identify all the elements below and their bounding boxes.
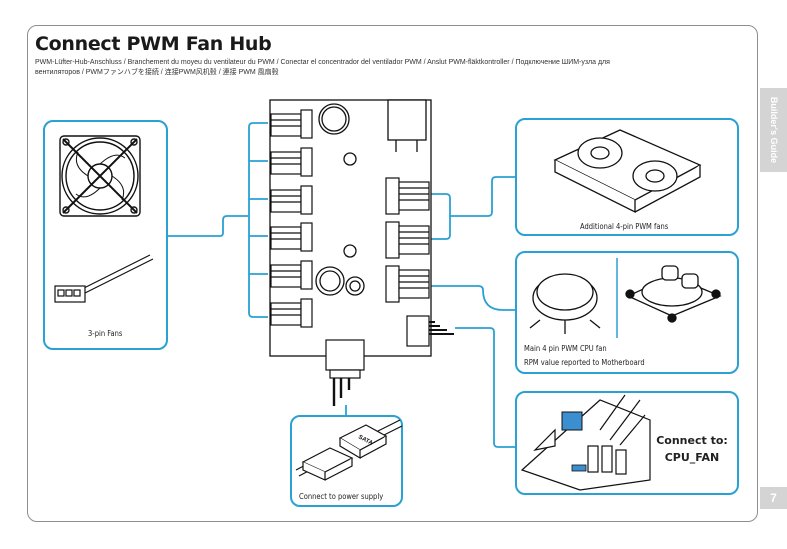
3pin-fan-icon: [59, 135, 141, 217]
subtitle-line-2: вентиляторов / PWMファンハブを接続 / 连接PWM风机毂 / …: [35, 69, 279, 76]
connect-to-cpu-fan: Connect to: CPU_FAN: [652, 432, 732, 466]
hub-4pin-headers: [385, 177, 454, 347]
line-4pin-to-panel: [450, 176, 515, 217]
page-title: Connect PWM Fan Hub: [35, 33, 272, 55]
motherboard-icon: [520, 394, 651, 491]
line-cpu-to-panel: [431, 285, 515, 311]
pump-block-icon: [625, 265, 722, 323]
caption-cpu-fan-line1: Main 4 pin PWM CPU fan: [524, 344, 607, 353]
3pin-connector-icon: [54, 254, 154, 303]
cpu-fan-header-highlight: [561, 411, 583, 431]
line-3pin-to-bracket: [168, 215, 248, 237]
hub-power-header: [325, 339, 365, 406]
connect-to-label: Connect to:: [656, 434, 728, 447]
caption-cpu-fan-line2: RPM value reported to Motherboard: [524, 358, 645, 367]
cpu-fan-pins-highlight: [571, 464, 587, 472]
bracket-4pin: [431, 193, 451, 240]
connection-lines: [168, 122, 515, 448]
page-subtitle: PWM-Lüfter-Hub-Anschluss / Branchement d…: [35, 58, 735, 78]
cpu-fan-header-name: CPU_FAN: [664, 451, 720, 464]
page-number: 7: [760, 487, 787, 509]
caption-power-supply: Connect to power supply: [299, 492, 384, 501]
bracket-3pin: [248, 122, 268, 318]
caption-3pin-fans: 3-pin Fans: [88, 329, 123, 338]
caption-additional-pwm-fans: Additional 4-pin PWM fans: [580, 222, 669, 231]
radiator-fans-icon: [553, 129, 702, 214]
subtitle-line-1: PWM-Lüfter-Hub-Anschluss / Branchement d…: [35, 59, 610, 66]
cpu-cooler-icon: [529, 273, 601, 334]
sata-power-connector-icon: SATA: [295, 419, 403, 481]
hub-3pin-headers: [270, 109, 313, 328]
line-cpu-header-to-mb: [455, 327, 515, 448]
bracket-3pin-branches: [249, 160, 268, 275]
builders-guide-tab: Builder's Guide: [760, 88, 787, 172]
panel-3pin-fans: [43, 120, 168, 350]
